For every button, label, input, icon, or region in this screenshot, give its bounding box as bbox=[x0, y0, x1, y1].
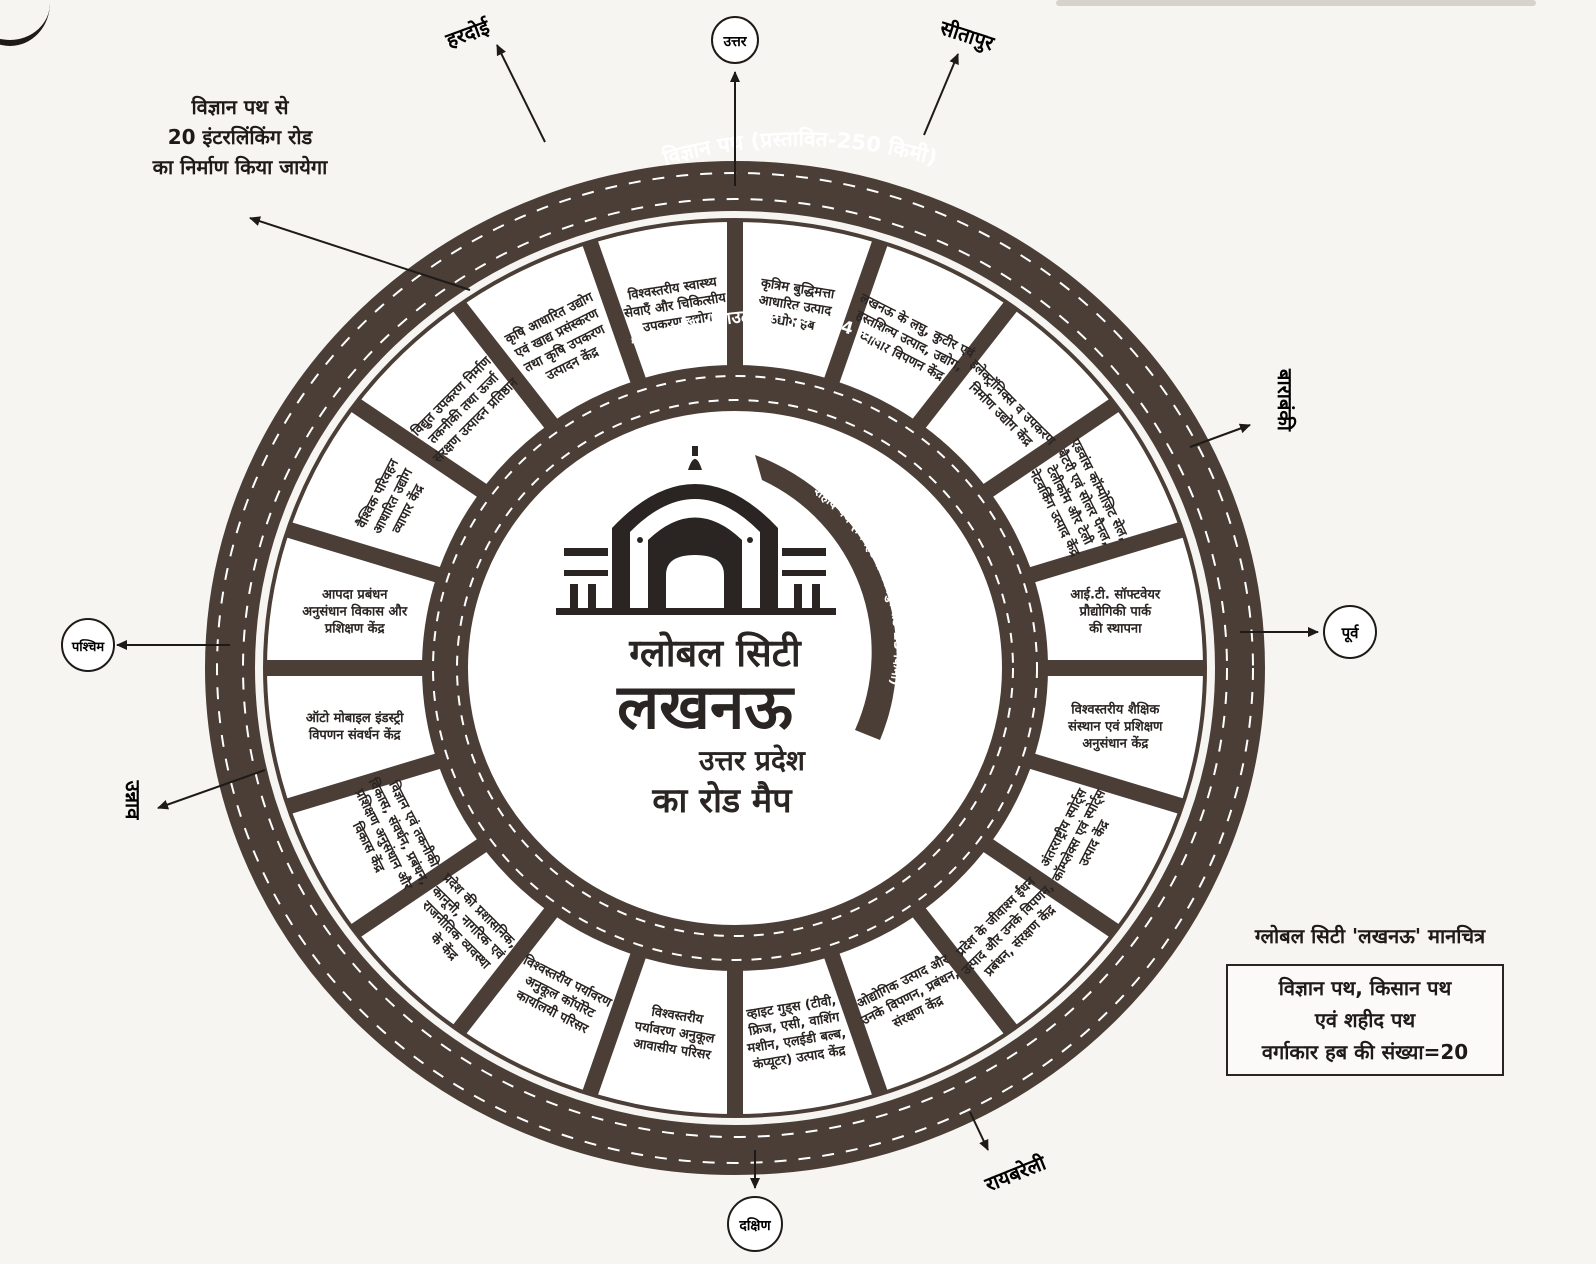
hub-divider bbox=[1018, 749, 1185, 815]
arrow-sitapur bbox=[923, 53, 959, 136]
hub-divider bbox=[905, 300, 1018, 439]
center-line2: लखनऊ bbox=[616, 670, 795, 743]
arrow-raebareli bbox=[969, 1111, 989, 1151]
legend-box: विज्ञान पथ, किसान पथ एवं शहीद पथ वर्गाका… bbox=[1226, 964, 1504, 1076]
interlink-note: विज्ञान पथ से 20 इंटरलिंकिंग रोड का निर्… bbox=[90, 92, 390, 182]
vigyan-path-lane-2 bbox=[242, 198, 1228, 1138]
direction-east: पूर्व bbox=[1341, 624, 1360, 643]
hub-divider bbox=[973, 398, 1120, 505]
arrow-interlink bbox=[249, 216, 471, 291]
direction-badge-east: पूर्व bbox=[1323, 605, 1377, 659]
hub-label-line: आई.टी. सॉफ्टवेयर bbox=[1070, 586, 1161, 602]
hub-divider bbox=[350, 831, 497, 938]
arrow-barabanki bbox=[1189, 423, 1251, 448]
hub-label-line: ऑटो मोबाइल इंडस्ट्री bbox=[306, 710, 404, 726]
kisan-path-lane-1 bbox=[432, 375, 1038, 961]
hub-divider bbox=[973, 831, 1120, 938]
arrow-hardoi bbox=[496, 44, 546, 143]
city-sitapur: सीतापुर bbox=[936, 15, 998, 56]
hub-label-line: प्रौद्योगिकी पार्क bbox=[1078, 603, 1152, 619]
center-line1: ग्लोबल सिटी bbox=[628, 631, 802, 675]
hub-divider bbox=[820, 239, 888, 395]
hub-cell: एडवांस कॉम्पोज़िट सेल,बैटरी एवं सोलर पैन… bbox=[1025, 435, 1132, 560]
map-caption: ग्लोबल सिटी 'लखनऊ' मानचित्र bbox=[1254, 924, 1486, 948]
monument-icon bbox=[556, 446, 836, 615]
page-edge-strip bbox=[1056, 0, 1536, 6]
hub-label-line: अनुसंधान विकास और bbox=[302, 603, 408, 619]
hub-label-line: विश्वस्तरीय शैक्षिक bbox=[1070, 702, 1160, 718]
shaheed-path bbox=[755, 455, 897, 740]
direction-west: पश्चिम bbox=[71, 639, 106, 655]
direction-north: उत्तर bbox=[722, 34, 747, 50]
interlink-note-line: का निर्माण किया जायेगा bbox=[152, 155, 328, 179]
center-line3: उत्तर प्रदेश bbox=[698, 744, 806, 777]
hub-label-line: उद्योग हब bbox=[768, 311, 816, 334]
direction-badge-south: दक्षिण bbox=[727, 1196, 783, 1252]
hub-divider bbox=[285, 521, 452, 587]
hub-divider bbox=[285, 749, 452, 815]
kisan-path-lane-2 bbox=[456, 399, 1014, 937]
direction-south: दक्षिण bbox=[738, 1217, 771, 1234]
hub-label-line: प्रशिक्षण केंद्र bbox=[324, 620, 386, 636]
hub-divider bbox=[820, 941, 888, 1097]
city-barabanki: बाराबंकी bbox=[1273, 368, 1297, 432]
hub-cell: ऑटो मोबाइल इंडस्ट्रीविपणन संवर्धन केंद्र bbox=[306, 710, 404, 743]
interlink-note-line: विज्ञान पथ से bbox=[191, 95, 289, 119]
hub-divider bbox=[452, 897, 565, 1036]
hub-divider bbox=[582, 239, 650, 395]
hub-label-line: संस्थान एवं प्रशिक्षण bbox=[1067, 719, 1163, 735]
center-disc bbox=[469, 412, 1001, 924]
city-raebareli: रायबरेली bbox=[981, 1150, 1050, 1197]
direction-badge-north: उत्तर bbox=[711, 16, 759, 64]
hub-divider bbox=[350, 398, 497, 505]
hub-divider bbox=[582, 941, 650, 1097]
arrow-unnao bbox=[157, 769, 266, 810]
hub-divider bbox=[452, 300, 565, 439]
legend-line: वर्गाकार हब की संख्या=20 bbox=[1261, 1040, 1469, 1064]
hub-label-line: अनुसंधान केंद्र bbox=[1082, 736, 1149, 752]
hub-cell: आई.टी. सॉफ्टवेयरप्रौद्योगिकी पार्ककी स्थ… bbox=[1070, 586, 1161, 636]
legend-line: एवं शहीद पथ bbox=[1314, 1008, 1416, 1032]
city-unnao: उन्नाव bbox=[121, 780, 145, 821]
interlink-note-line: 20 इंटरलिंकिंग रोड bbox=[167, 125, 313, 149]
legend-line: विज्ञान पथ, किसान पथ bbox=[1278, 976, 1452, 1000]
hub-label-line: आपदा प्रबंधन bbox=[322, 586, 388, 602]
center-line4: का रोड मैप bbox=[651, 780, 793, 821]
hub-divider bbox=[905, 897, 1018, 1036]
city-hardoi: हरदोई bbox=[442, 14, 494, 52]
hub-label-line: विपणन संवर्धन केंद्र bbox=[308, 727, 402, 743]
direction-badge-west: पश्चिम bbox=[61, 618, 115, 672]
hub-dividers bbox=[265, 220, 1205, 1116]
hub-cell: विश्वस्तरीय शैक्षिकसंस्थान एवं प्रशिक्षण… bbox=[1067, 702, 1163, 752]
hub-divider bbox=[1018, 521, 1185, 587]
direction-arrows bbox=[116, 44, 1319, 1189]
hub-label-line: की स्थापना bbox=[1088, 620, 1142, 636]
